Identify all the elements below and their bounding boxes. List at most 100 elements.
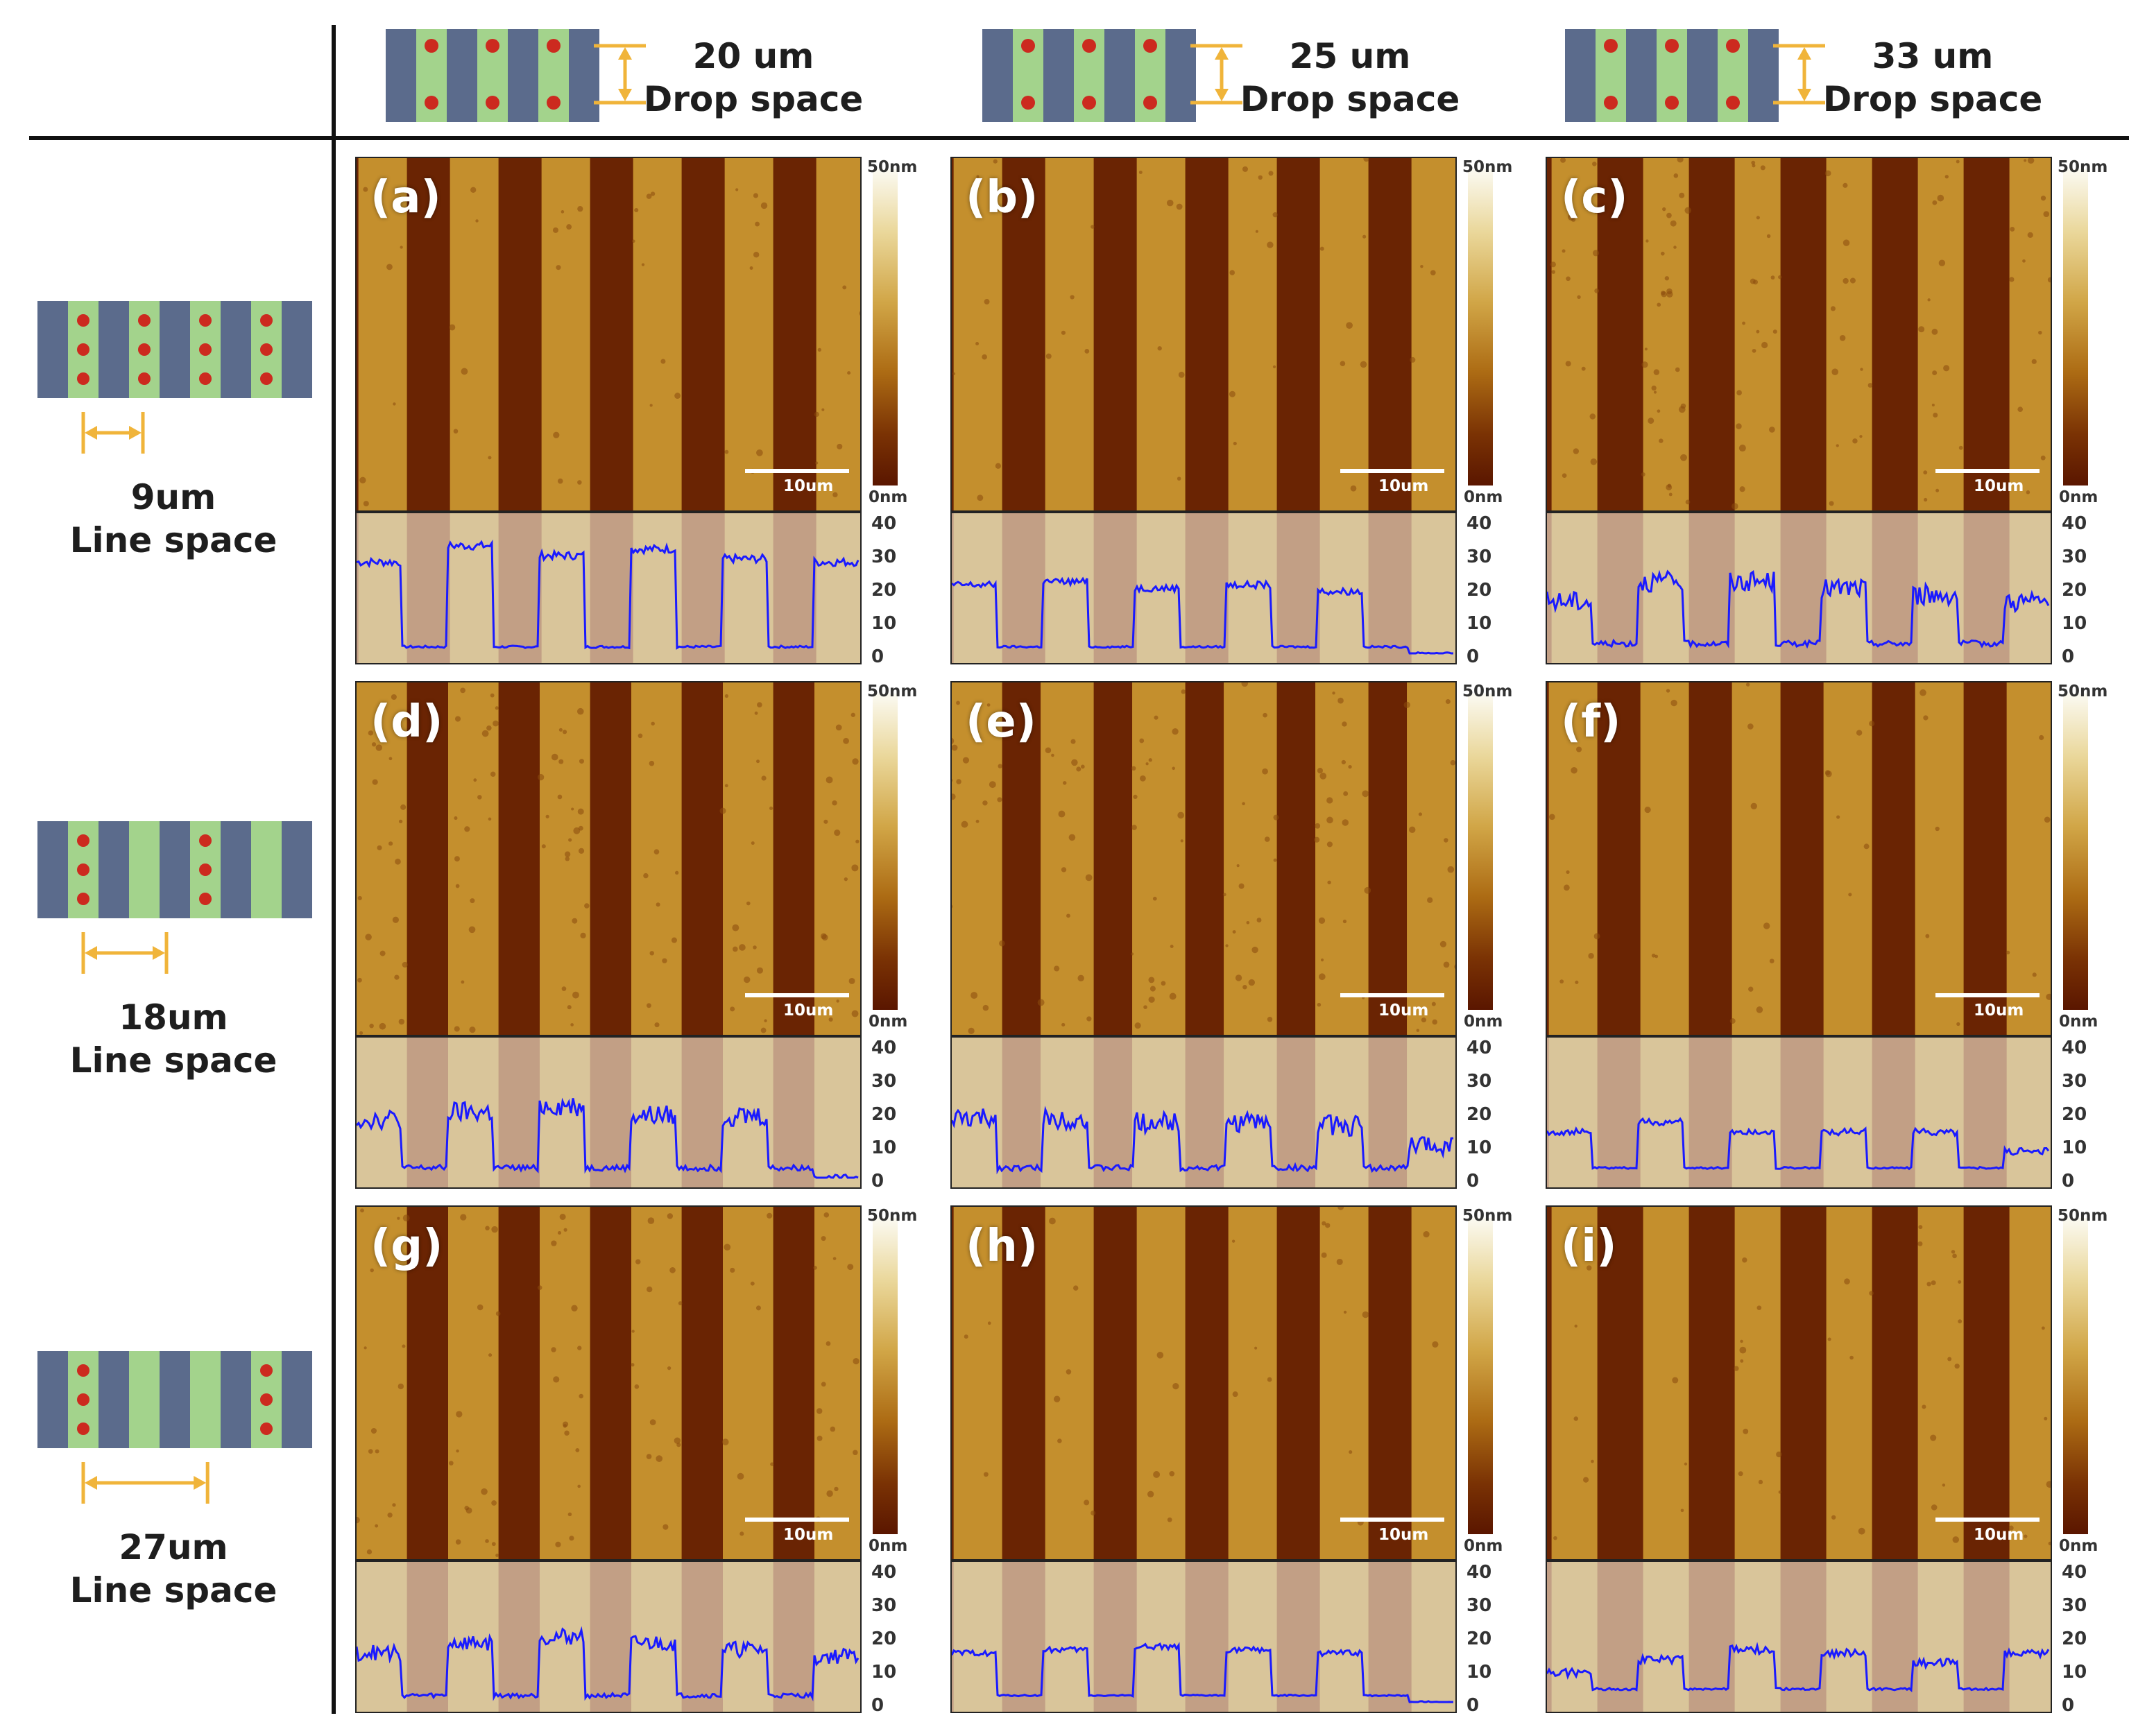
panel-label: (d) — [370, 696, 443, 748]
surface-pore — [1675, 367, 1680, 372]
surface-pore — [1923, 497, 1928, 502]
surface-pore — [1340, 361, 1346, 367]
surface-pore — [1740, 1359, 1744, 1363]
colorbar-max-label: 50nm — [867, 1207, 918, 1225]
surface-pore — [1273, 858, 1277, 862]
surface-pore — [551, 1240, 557, 1246]
surface-pore — [1858, 1527, 1865, 1535]
surface-pore — [1830, 306, 1836, 311]
arrow-head — [1215, 89, 1229, 101]
surface-pore — [1348, 764, 1352, 769]
surface-pore — [2046, 993, 2051, 1000]
afm-dark-stripe — [1002, 682, 1041, 1035]
blue-stripe — [282, 821, 312, 918]
profile-band — [1276, 1038, 1316, 1187]
surface-pore — [1147, 1490, 1154, 1498]
afm-dark-stripe — [1872, 1207, 1918, 1559]
drop-space-caption: Drop space — [1240, 79, 1460, 119]
profile-band — [1002, 513, 1045, 663]
height-colorbar — [873, 694, 898, 1010]
surface-pore — [964, 1334, 968, 1339]
surface-pore — [449, 324, 456, 331]
surface-pore — [1131, 952, 1134, 956]
surface-pore — [671, 937, 677, 943]
surface-pore — [735, 188, 739, 191]
colorbar-max-label: 50nm — [2058, 682, 2108, 701]
surface-pore — [828, 1017, 833, 1022]
surface-pore — [1592, 250, 1600, 257]
profile-band — [1780, 1038, 1824, 1187]
surface-pore — [455, 884, 460, 888]
surface-pore — [1138, 171, 1143, 174]
surface-pore — [1766, 234, 1771, 239]
surface-pore — [1364, 886, 1371, 894]
ink-drop — [1143, 96, 1157, 110]
surface-pore — [1951, 1250, 1956, 1254]
surface-pore — [1684, 207, 1692, 214]
surface-pore — [375, 1449, 379, 1454]
surface-pore — [816, 1435, 823, 1441]
surface-pore — [481, 1488, 488, 1495]
surface-pore — [491, 1226, 498, 1233]
colorbar-max-label: 50nm — [867, 158, 918, 176]
surface-pore — [558, 759, 564, 764]
surface-pore — [1922, 1404, 1926, 1409]
height-colorbar — [2063, 694, 2088, 1010]
surface-pore — [555, 1541, 561, 1548]
surface-pore — [1258, 175, 1263, 180]
surface-pore — [1644, 347, 1648, 351]
profile-band — [1688, 1562, 1735, 1712]
surface-pore — [649, 404, 653, 407]
surface-pore — [753, 193, 759, 198]
surface-pore — [1037, 999, 1045, 1006]
surface-pore — [1154, 715, 1158, 720]
surface-pore — [2008, 1525, 2014, 1531]
profile-y-tick: 10 — [1467, 613, 1492, 634]
surface-pore — [1360, 361, 1367, 368]
surface-pore — [1750, 802, 1757, 809]
line-space-value: 18um — [119, 997, 228, 1038]
profile-band — [1002, 1562, 1045, 1712]
surface-pore — [1573, 448, 1580, 454]
surface-pore — [454, 856, 460, 862]
profile-band — [1780, 1562, 1827, 1712]
surface-pore — [1562, 249, 1566, 253]
profile-y-tick: 0 — [1467, 1695, 1480, 1716]
surface-pore — [1432, 1341, 1439, 1348]
surface-pore — [1956, 160, 1960, 164]
surface-pore — [1952, 1536, 1960, 1543]
surface-pore — [656, 1455, 663, 1462]
surface-pore — [1236, 864, 1240, 868]
surface-pore — [379, 950, 386, 956]
surface-pore — [1942, 1484, 1946, 1487]
surface-pore — [1235, 974, 1242, 981]
height-colorbar — [1468, 1218, 1493, 1534]
surface-pore — [660, 359, 666, 364]
panel-label: (i) — [1561, 1221, 1617, 1272]
scale-bar-label: 10um — [783, 1002, 834, 1020]
surface-pore — [1758, 1479, 1763, 1484]
surface-pore — [1849, 277, 1856, 284]
afm-dark-stripe — [681, 158, 725, 510]
surface-pore — [1760, 165, 1765, 171]
drop-space-diagram — [386, 29, 646, 122]
surface-pore — [1571, 766, 1577, 774]
profile-band — [1547, 1562, 1552, 1712]
surface-pore — [836, 999, 839, 1003]
surface-pore — [1337, 697, 1344, 704]
surface-pore — [1229, 390, 1235, 397]
surface-pore — [1653, 390, 1657, 394]
surface-pore — [567, 1005, 572, 1010]
profile-band — [773, 1562, 814, 1712]
surface-pore — [1653, 369, 1660, 375]
surface-pore — [1742, 1257, 1747, 1263]
profile-y-tick: 0 — [1467, 1171, 1480, 1192]
surface-pore — [1072, 1285, 1079, 1291]
surface-pore — [1860, 368, 1863, 371]
surface-pore — [1232, 930, 1236, 934]
profile-band — [1872, 1038, 1915, 1187]
column-header-3: 33 um Drop space — [1565, 21, 2051, 132]
surface-pore — [1867, 383, 1873, 388]
surface-pore — [1077, 974, 1084, 982]
